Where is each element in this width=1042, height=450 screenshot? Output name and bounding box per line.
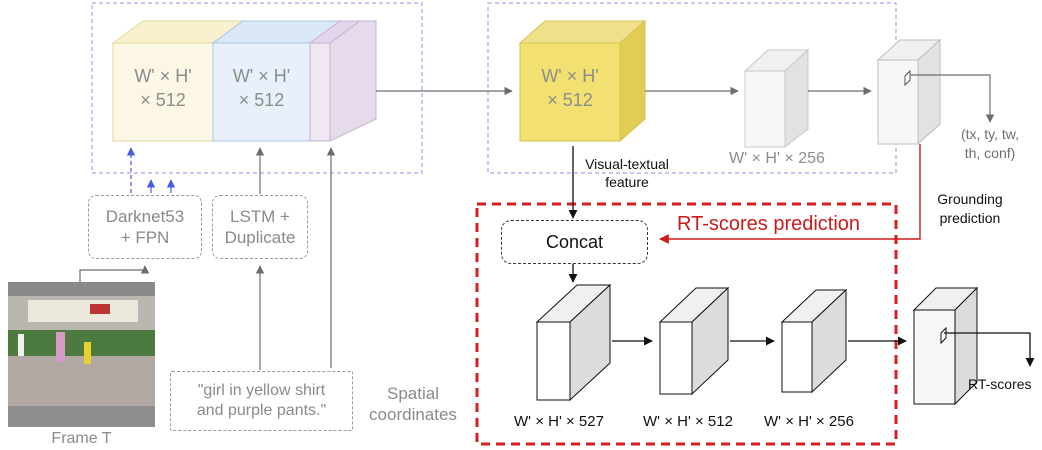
- grounding-dim-label: W' × H' × 256: [729, 150, 825, 167]
- visual-textual-label: Visual-textual feature: [585, 156, 669, 191]
- fused-feature-cube: [518, 19, 647, 143]
- text-encoder-box: LSTM + Duplicate: [212, 195, 308, 259]
- feature2-label: W' × H' × 512: [213, 64, 310, 113]
- fused-feature-label: W' × H' × 512: [520, 64, 620, 113]
- visual-encoder-box: Darknet53 + FPN: [88, 195, 202, 259]
- grounding-prediction-label: Grounding prediction: [937, 191, 1003, 226]
- rt-cube-256: [780, 288, 848, 394]
- feature1-label: W' × H' × 512: [113, 64, 213, 113]
- rt-cube-512: [658, 286, 730, 396]
- rt-dim-512: W' × H' × 512: [643, 413, 733, 430]
- arrow-frame-to-darknet: [79, 265, 150, 282]
- fused-channels: × 512: [547, 90, 593, 111]
- backbone-region: [91, 2, 423, 174]
- spatial-coordinates-label: Spatial coordinates: [369, 384, 457, 425]
- arrow-output-to-bbox: [910, 74, 995, 123]
- grounding-cube-256: [743, 48, 810, 149]
- frame-label: Frame T: [51, 430, 112, 447]
- rt-cube-527: [535, 283, 612, 402]
- frame-image: [8, 282, 155, 427]
- bbox-output-label: (tx, ty, tw, th, conf): [960, 126, 1020, 161]
- arrow-rt-output: [944, 332, 1035, 367]
- rt-dim-527: W' × H' × 527: [514, 413, 604, 430]
- feature2-channels: × 512: [238, 90, 285, 111]
- grounding-output-cube: [876, 38, 942, 146]
- feature1-channels: × 512: [140, 90, 186, 111]
- feature1-dims: W' × H': [134, 66, 192, 86]
- rt-output-label: RT-scores: [968, 376, 1032, 392]
- feature-cube-purple: [308, 20, 377, 142]
- rt-dim-256: W' × H' × 256: [764, 413, 854, 430]
- arrow-grounding-feedback: [659, 144, 921, 244]
- fused-dims: W' × H': [541, 66, 599, 86]
- rt-output-cube: [912, 286, 979, 406]
- feature2-dims: W' × H': [232, 66, 291, 86]
- concat-box: Concat: [501, 220, 648, 264]
- rt-title: RT-scores prediction: [677, 213, 861, 235]
- feature-cube-yellow: [111, 20, 245, 142]
- query-text-box: "girl in yellow shirt and purple pants.": [170, 371, 353, 431]
